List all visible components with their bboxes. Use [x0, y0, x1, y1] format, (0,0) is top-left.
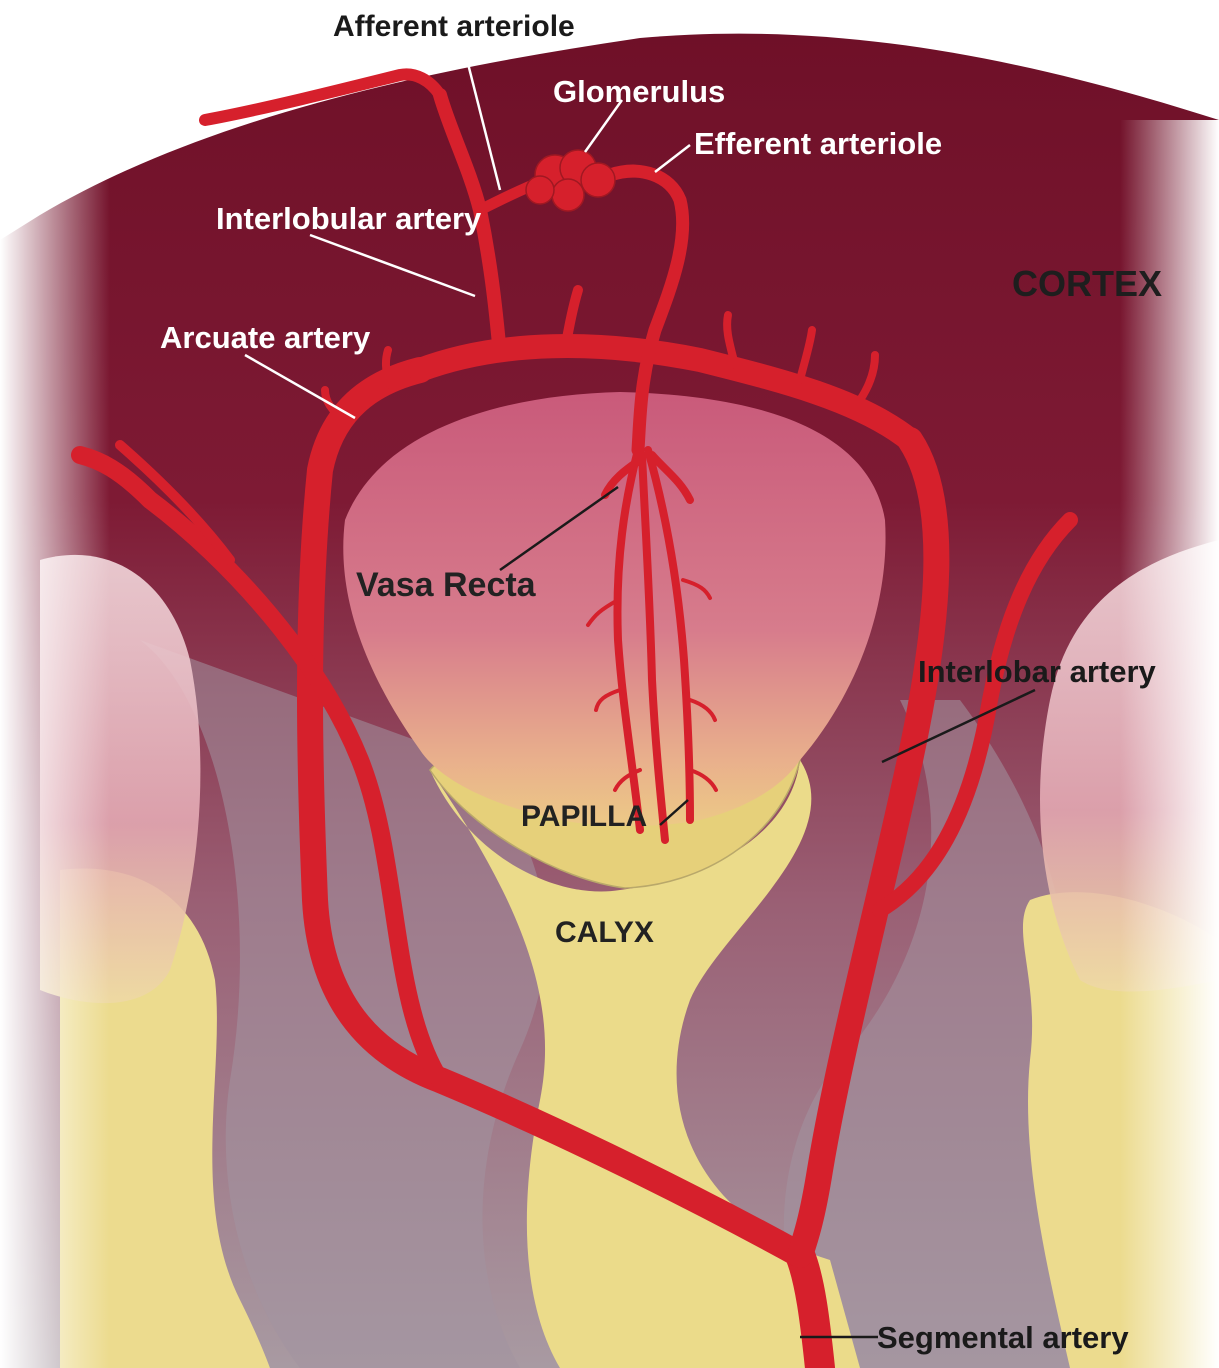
label-interlobar-artery: Interlobar artery	[918, 656, 1156, 687]
label-papilla: PAPILLA	[521, 802, 647, 832]
label-arcuate-artery: Arcuate artery	[160, 322, 370, 353]
label-afferent-arteriole: Afferent arteriole	[333, 12, 575, 42]
label-cortex: CORTEX	[1012, 266, 1162, 302]
label-efferent-arteriole: Efferent arteriole	[694, 128, 942, 159]
label-calyx: CALYX	[555, 918, 654, 948]
label-glomerulus: Glomerulus	[553, 76, 725, 107]
label-segmental-artery: Segmental artery	[877, 1322, 1129, 1353]
label-vasa-recta: Vasa Recta	[356, 568, 536, 602]
label-interlobular-artery: Interlobular artery	[216, 203, 481, 234]
